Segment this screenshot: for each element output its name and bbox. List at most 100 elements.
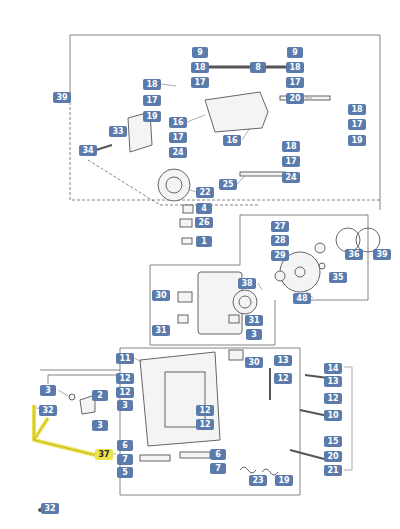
callout-text: 20	[289, 94, 300, 103]
callout-number: 5	[117, 467, 133, 478]
callout-number: 7	[117, 454, 133, 465]
callout-text: 36	[348, 250, 359, 259]
callout-number: 12	[324, 393, 341, 404]
parts	[39, 67, 381, 512]
callout-number: 17	[143, 95, 160, 106]
callout-text: 9	[197, 48, 203, 57]
callout-text: 12	[199, 406, 210, 415]
callout-text: 15	[327, 437, 338, 446]
callout-text: 31	[248, 316, 259, 325]
callout-text: 16	[226, 136, 237, 145]
callout-number: 23	[249, 475, 266, 486]
callout-number: 27	[271, 221, 288, 232]
callout-number: 19	[348, 135, 365, 146]
callout-text: 7	[122, 455, 128, 464]
callout-number: 3	[40, 385, 56, 396]
callout-number: 4	[196, 203, 212, 214]
callout-number: 18	[286, 62, 303, 73]
callout-text: 34	[82, 146, 93, 155]
callout-text: 18	[285, 142, 296, 151]
callout-number: 20	[324, 451, 341, 462]
callout-text: 17	[351, 120, 362, 129]
callout-number: 17	[282, 156, 299, 167]
callout-text: 18	[351, 105, 362, 114]
callout-text: 11	[119, 354, 130, 363]
callout-number: 28	[271, 235, 288, 246]
callout-text: 25	[222, 180, 233, 189]
callout-number: 18	[348, 104, 365, 115]
callout-number: 13	[274, 355, 291, 366]
callout-text: 1	[201, 237, 207, 246]
cover-16	[205, 92, 268, 132]
callout-text: 32	[42, 406, 53, 415]
callout-text: 13	[277, 356, 288, 365]
callout-text: 19	[278, 476, 289, 485]
callout-number: 22	[196, 187, 213, 198]
callout-number: 39	[373, 249, 390, 260]
callout-number: 3	[246, 329, 262, 340]
callout-number: 6	[210, 449, 226, 460]
callout-text: 39	[56, 93, 67, 102]
callout-number: 18	[282, 141, 299, 152]
callout-number: 17	[348, 119, 365, 130]
callout-text: 17	[285, 157, 296, 166]
callout-text: 12	[119, 388, 130, 397]
callout-text: 27	[274, 222, 285, 231]
callout-text: 14	[327, 364, 338, 373]
callout-number: 30	[152, 290, 169, 301]
callout-number: 31	[152, 325, 169, 336]
callout-number: 9	[287, 47, 303, 58]
callout-text: 20	[327, 452, 338, 461]
callout-number: 12	[116, 387, 133, 398]
callout-number: 34	[79, 145, 96, 156]
callout-number: 12	[196, 405, 213, 416]
callout-number: 35	[329, 272, 346, 283]
lever-37	[34, 405, 95, 455]
callout-number: 9	[192, 47, 208, 58]
callout-text: 12	[277, 374, 288, 383]
callout-text: 39	[376, 250, 387, 259]
callout-text: 19	[351, 136, 362, 145]
callout-text: 12	[119, 374, 130, 383]
callout-text: 32	[44, 504, 55, 513]
callout-text: 3	[97, 421, 103, 430]
callout-text: 2	[97, 391, 103, 400]
callout-text: 30	[155, 291, 166, 300]
callout-text: 31	[155, 326, 166, 335]
callout-text: 22	[199, 188, 210, 197]
callout-number: 48	[293, 293, 310, 304]
callout-number: 21	[324, 465, 341, 476]
callout-number: 32	[39, 405, 56, 416]
callout-text: 33	[112, 127, 123, 136]
callout-number: 19	[275, 475, 292, 486]
callout-number: 24	[169, 147, 186, 158]
callout-number: 33	[109, 126, 126, 137]
callout-text: 16	[172, 118, 183, 127]
callout-text: 37	[98, 450, 109, 459]
callout-text: 35	[332, 273, 343, 282]
callout-number: 17	[191, 77, 208, 88]
callout-text: 12	[327, 394, 338, 403]
callout-number: 17	[286, 77, 303, 88]
callout-text: 12	[199, 420, 210, 429]
callout-text: 18	[146, 80, 157, 89]
callout-number: 7	[210, 463, 226, 474]
callout-number: 18	[143, 79, 160, 90]
callout-number: 15	[324, 436, 341, 447]
callout-number: 10	[324, 410, 341, 421]
callout-text: 17	[194, 78, 205, 87]
callout-number: 36	[345, 249, 362, 260]
callout-text: 26	[198, 218, 209, 227]
callout-number: 31	[245, 315, 262, 326]
callout-number: 24	[282, 172, 299, 183]
callout-text: 3	[251, 330, 257, 339]
callout-number: 16	[169, 117, 186, 128]
callout-number: 32	[41, 503, 58, 514]
callout-text: 19	[146, 112, 157, 121]
callout-number: 25	[219, 179, 236, 190]
callout-text: 23	[252, 476, 263, 485]
callout-number: 3	[117, 400, 133, 411]
callout-number: 20	[286, 93, 303, 104]
callout-number: 30	[245, 357, 262, 368]
callout-number: 37	[95, 449, 112, 460]
